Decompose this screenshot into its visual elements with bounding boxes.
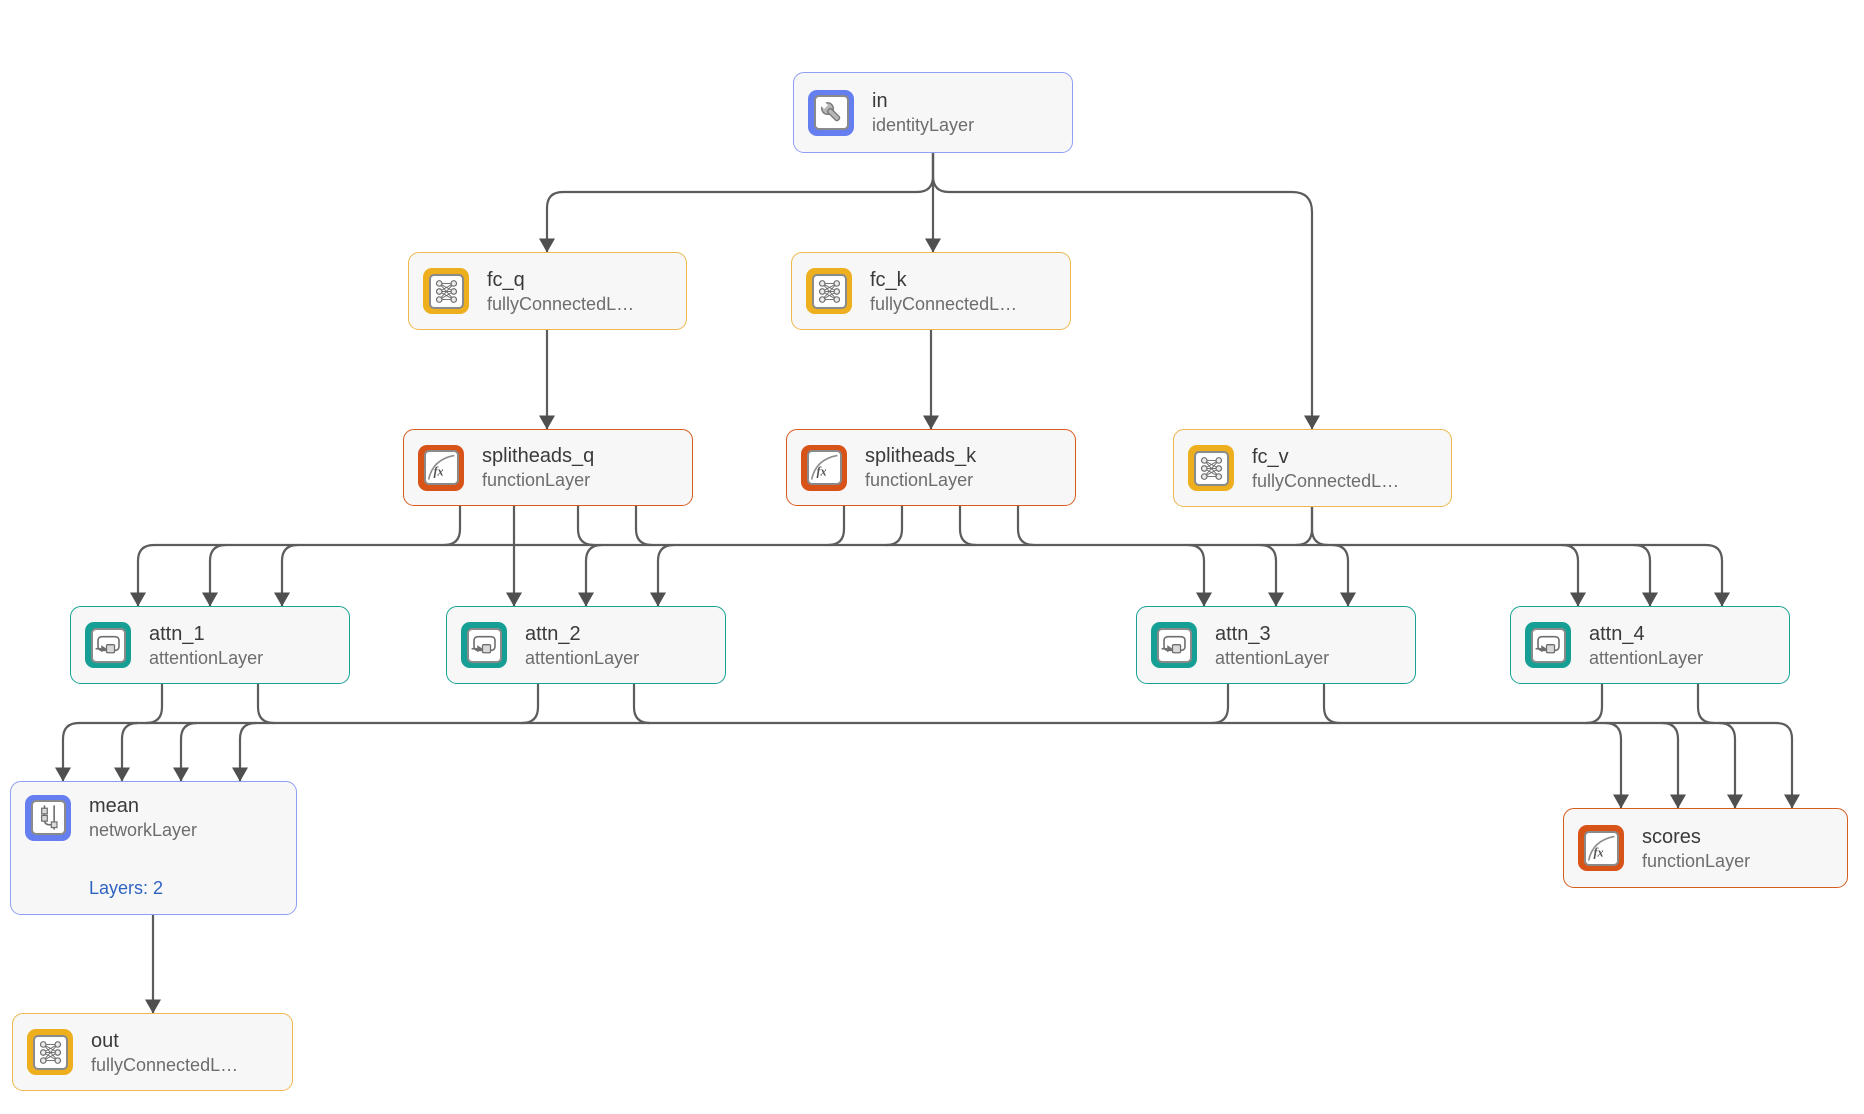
subnetwork-icon [25, 794, 71, 841]
fully-connected-icon [1188, 445, 1234, 491]
layer-name: fc_k [870, 268, 907, 291]
recurrent-loop-icon [461, 622, 507, 668]
layer-type: fullyConnectedL… [91, 1054, 239, 1075]
layer-type: networkLayer [89, 820, 198, 840]
layer-node-fc_k[interactable]: fc_k fullyConnectedL… [791, 252, 1071, 330]
fx-icon [418, 444, 464, 491]
layer-node-fc_q[interactable]: fc_q fullyConnectedL… [408, 252, 687, 330]
layer-name: splitheads_q [482, 445, 595, 467]
fully-connected-icon [423, 268, 469, 314]
layer-name: in [872, 90, 888, 112]
recurrent-loop-icon [1151, 622, 1197, 668]
layer-type: functionLayer [1642, 850, 1751, 871]
layer-type: functionLayer [865, 470, 974, 490]
layer-type: fullyConnectedL… [487, 293, 635, 314]
layer-name: splitheads_k [865, 445, 977, 467]
recurrent-loop-icon [1525, 622, 1571, 668]
layer-name: attn_4 [1589, 622, 1645, 645]
layer-node-attn_3[interactable]: attn_3 attentionLayer [1136, 606, 1416, 684]
layer-type: attentionLayer [1589, 647, 1704, 668]
fully-connected-icon [27, 1029, 73, 1075]
layer-name: mean [89, 795, 140, 817]
layer-name: attn_2 [525, 622, 581, 645]
layer-node-mean[interactable]: mean networkLayer Layers: 2 [10, 781, 297, 915]
wrench-icon [808, 89, 854, 136]
edge-paths [55, 153, 1800, 1014]
layer-type: attentionLayer [149, 647, 264, 668]
layer-node-splitheads_q[interactable]: splitheads_q functionLayer [403, 429, 693, 506]
layer-node-out[interactable]: out fullyConnectedL… [12, 1013, 293, 1091]
layer-name: attn_3 [1215, 622, 1271, 645]
layer-node-attn_4[interactable]: attn_4 attentionLayer [1510, 606, 1790, 684]
layer-detail: Layers: 2 [89, 878, 164, 898]
layer-type: attentionLayer [1215, 647, 1330, 668]
layer-node-attn_1[interactable]: attn_1 attentionLayer [70, 606, 350, 684]
layer-type: fullyConnectedL… [1252, 470, 1400, 491]
fully-connected-icon [806, 268, 852, 314]
layer-name: attn_1 [149, 622, 205, 645]
layer-name: out [91, 1029, 119, 1052]
recurrent-loop-icon [85, 622, 131, 668]
layer-type: functionLayer [482, 470, 591, 490]
layer-name: fc_q [487, 268, 525, 291]
layer-name: fc_v [1252, 445, 1289, 468]
layer-node-splitheads_k[interactable]: splitheads_k functionLayer [786, 429, 1076, 506]
layer-type: fullyConnectedL… [870, 293, 1018, 314]
layer-node-scores[interactable]: scores functionLayer [1563, 808, 1848, 888]
fx-icon [1578, 825, 1624, 871]
fx-icon [801, 444, 847, 491]
layer-type: identityLayer [872, 115, 975, 135]
layer-name: scores [1642, 825, 1701, 848]
layer-node-fc_v[interactable]: fc_v fullyConnectedL… [1173, 429, 1452, 507]
layer-node-attn_2[interactable]: attn_2 attentionLayer [446, 606, 726, 684]
layer-type: attentionLayer [525, 647, 640, 668]
layer-node-in[interactable]: in identityLayer [793, 72, 1073, 153]
